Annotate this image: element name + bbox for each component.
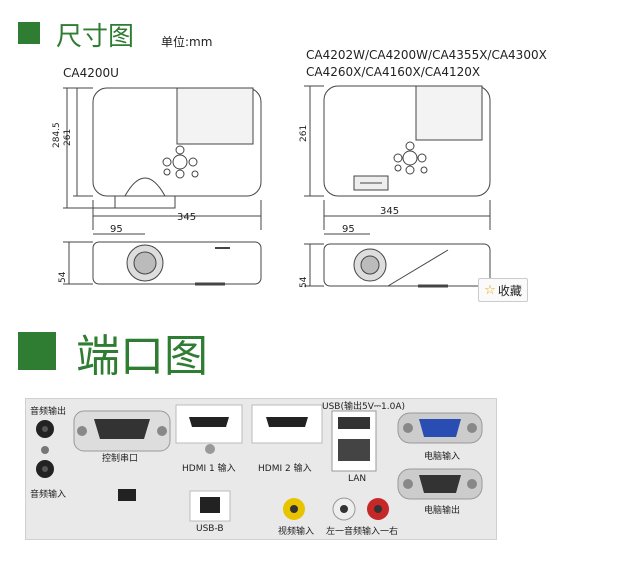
left-lens-offset: 95 xyxy=(110,224,123,235)
hdmi2-label: HDMI 2 输入 xyxy=(258,464,312,474)
left-depth-outer: 284.5 xyxy=(52,122,62,148)
usb-header-label: USB(输出5V⎓1.0A) xyxy=(322,402,406,412)
favorite-label: 收藏 xyxy=(497,283,522,298)
left-width: 345 xyxy=(177,212,197,223)
usb-b-label: USB-B xyxy=(196,524,224,534)
port-panel: 音频输出 音频输入 控制串口 HDMI 1 输入 HDMI 2 输入 USB(输… xyxy=(25,398,497,540)
right-lens-offset: 95 xyxy=(342,224,355,235)
left-projector-drawing xyxy=(55,80,275,295)
lan-label: LAN xyxy=(348,474,367,484)
port-panel-graphics xyxy=(36,404,483,522)
right-models-label-1: CA4202W/CA4200W/CA4355X/CA4300X xyxy=(306,48,547,62)
audio-in-label: 音频输入 xyxy=(30,490,67,500)
left-depth: 261 xyxy=(63,128,73,146)
right-depth: 261 xyxy=(299,124,309,142)
right-height: 54 xyxy=(299,276,309,288)
right-projector-drawing xyxy=(298,80,498,295)
section-icon-square xyxy=(18,22,40,44)
serial-port-label: 控制串口 xyxy=(102,454,139,464)
hdmi1-label: HDMI 1 输入 xyxy=(182,464,236,474)
section-title-ports: 端口图 xyxy=(76,331,208,382)
right-models-label-2: CA4260X/CA4160X/CA4120X xyxy=(306,65,481,79)
video-in-label: 视频输入 xyxy=(278,527,315,537)
section-title-dimensions: 尺寸图 xyxy=(56,22,135,52)
left-height: 54 xyxy=(58,271,68,283)
right-width: 345 xyxy=(380,206,400,217)
left-model-label: CA4200U xyxy=(63,66,119,80)
audio-lr-label: 左一音频输入一右 xyxy=(326,527,399,537)
section-icon-square xyxy=(18,332,56,370)
favorite-button[interactable]: ☆ 收藏 xyxy=(478,278,528,302)
audio-out-label: 音频输出 xyxy=(30,407,67,417)
unit-label: 单位:mm xyxy=(161,35,213,49)
star-icon: ☆ xyxy=(484,282,496,298)
pc-out-label: 电脑输出 xyxy=(424,506,461,516)
pc-in-label: 电脑输入 xyxy=(424,452,461,462)
